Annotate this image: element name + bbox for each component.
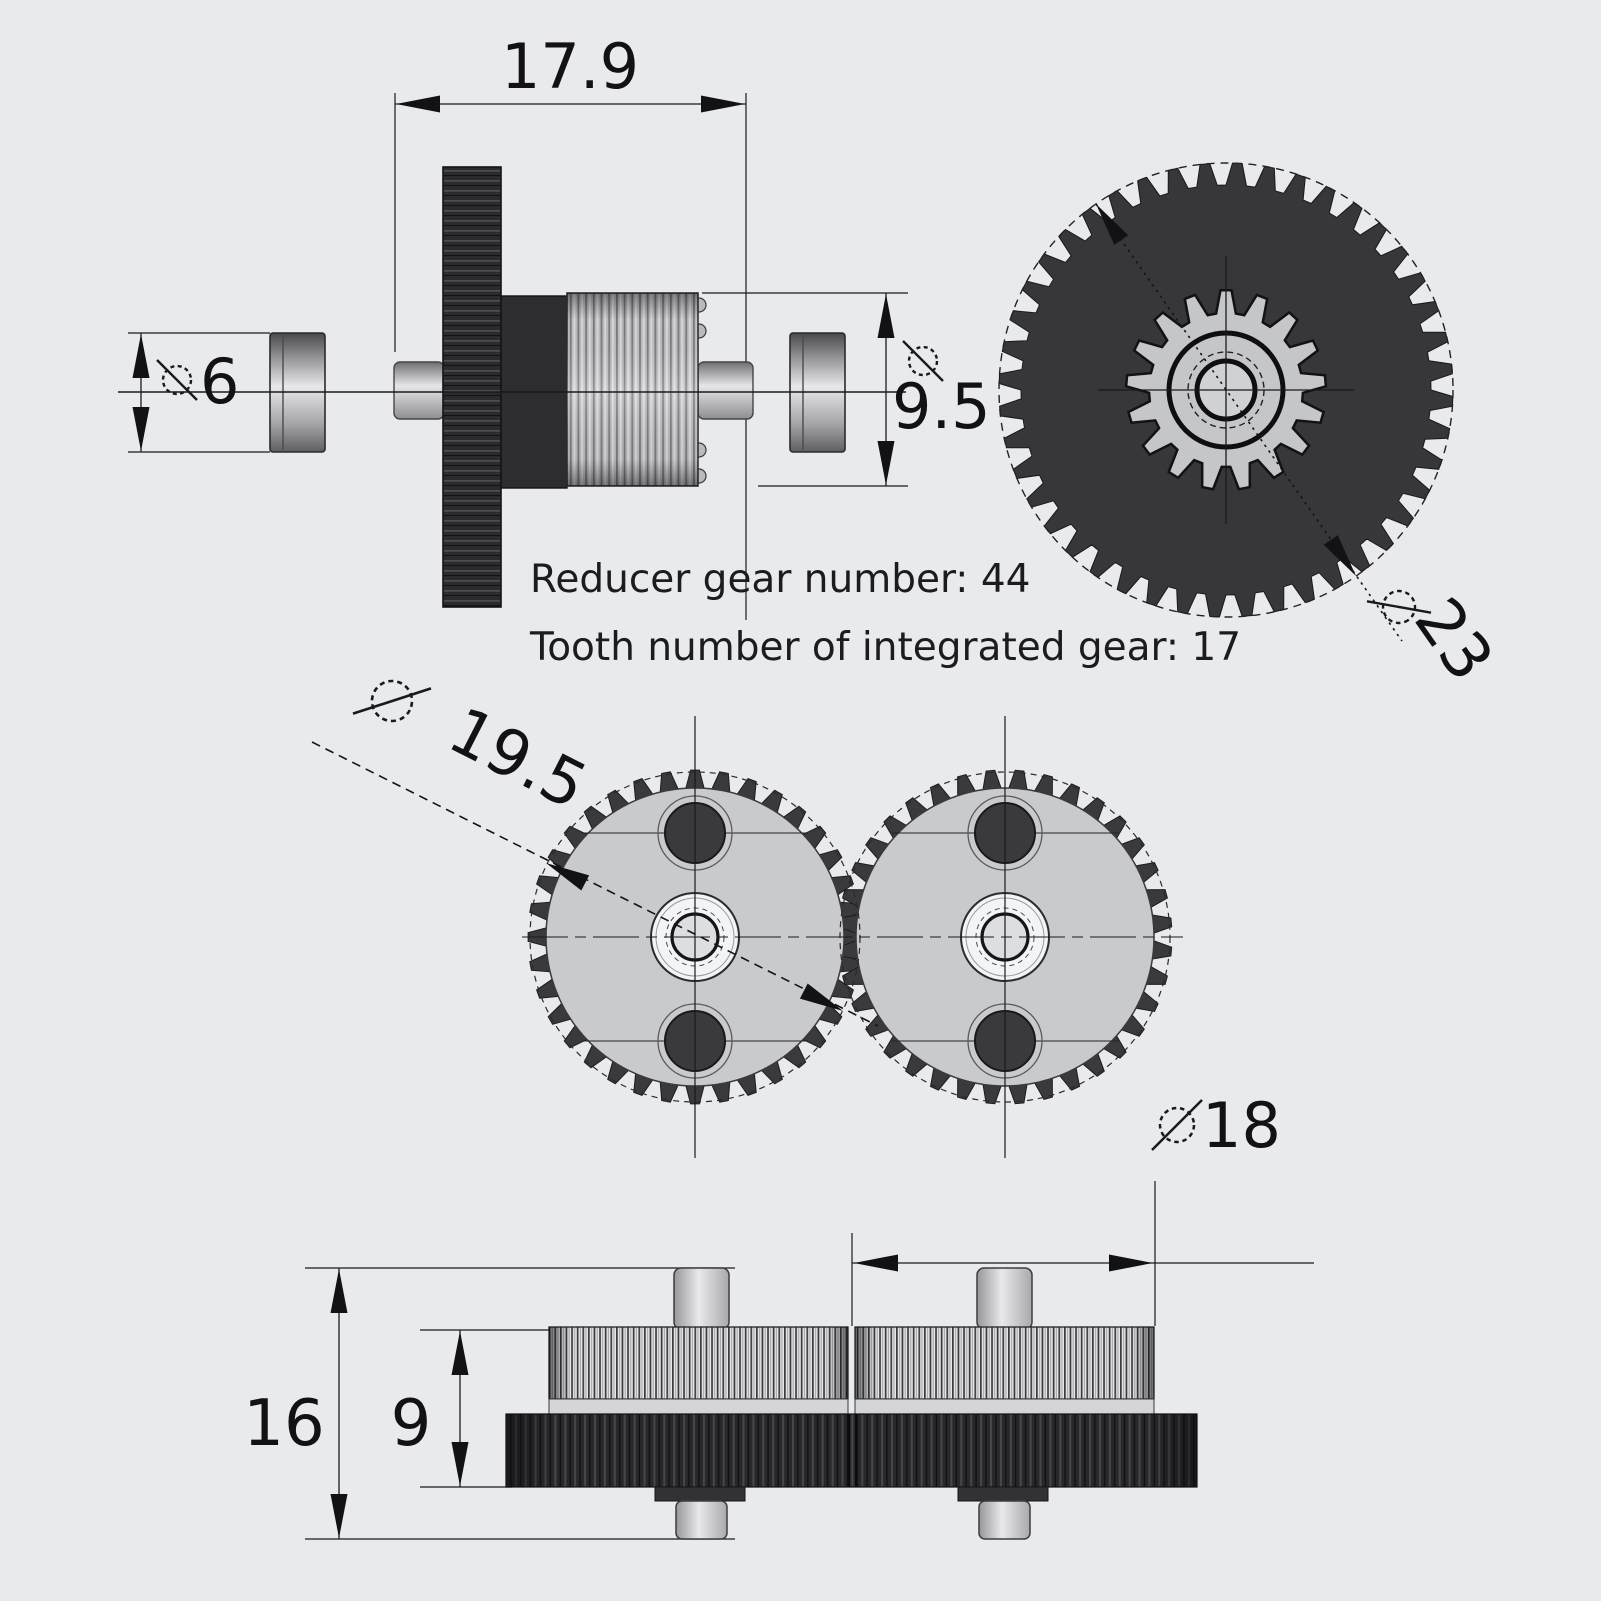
dim-total-height: 16 — [243, 1387, 324, 1461]
diameter-symbol — [156, 359, 198, 401]
black-gear-shading — [506, 1414, 1197, 1487]
right-gear-band — [854, 1398, 1155, 1415]
right-bottom-pin — [978, 1500, 1031, 1540]
left-bottom-pin — [675, 1500, 728, 1540]
reducer-gear-side — [442, 166, 502, 608]
diameter-symbol — [1366, 589, 1432, 625]
dimension-arrowhead — [451, 1442, 469, 1486]
diameter-symbol — [902, 340, 944, 382]
diameter-dimension-line — [311, 741, 879, 1027]
diameter-symbol — [352, 679, 432, 723]
dimension-arrowhead — [330, 1494, 348, 1538]
dimension-arrowhead — [854, 1254, 898, 1272]
dimension-arrowhead — [1323, 535, 1356, 576]
dimension-arrowhead — [1096, 204, 1129, 245]
left-hub-step — [654, 1486, 746, 1502]
left-top-pin — [673, 1267, 730, 1330]
dimension-arrowhead — [132, 334, 150, 378]
dim-gear-stack-height: 9 — [391, 1387, 432, 1461]
dim-assembly-width: 17.9 — [501, 30, 639, 103]
dimension-arrowhead — [1109, 1254, 1153, 1272]
dimension-arrowhead — [546, 863, 590, 891]
shaft-right — [697, 361, 754, 420]
left-knurl-shading — [549, 1327, 848, 1399]
mesh-pair-side-view: 16 9 — [243, 1181, 1314, 1540]
right-top-pin — [976, 1267, 1033, 1330]
left-gear-band — [548, 1398, 849, 1415]
right-hub-step — [957, 1486, 1049, 1502]
note-reducer-gear-number: Reducer gear number: 44 — [530, 557, 1030, 602]
dimension-arrowhead — [877, 294, 895, 338]
pinion-shading — [567, 293, 698, 486]
dimension-arrowhead — [799, 983, 843, 1011]
dimension-arrowheads — [132, 95, 1356, 1538]
diameter-symbol — [1151, 1099, 1203, 1151]
dimension-arrowhead — [701, 95, 745, 113]
tip-circle-dashed — [998, 162, 1454, 618]
dimension-arrowhead — [451, 1331, 469, 1375]
dimension-arrowhead — [396, 95, 440, 113]
dim-shaft-diameter: 6 — [200, 345, 239, 418]
mesh-pair-front-view: 19.5 18 — [311, 679, 1281, 1162]
side-view-assembly: 17.9 6 9.5 — [118, 30, 991, 620]
shaft-left — [393, 361, 445, 420]
dimension-arrowhead — [132, 407, 150, 451]
dimension-arrowhead — [330, 1269, 348, 1313]
right-knurl-shading — [855, 1327, 1154, 1399]
dim-mesh-pitch-diameter: 18 — [1202, 1089, 1281, 1162]
dimension-arrowhead — [877, 441, 895, 485]
dim-pinion-diameter: 9.5 — [892, 370, 991, 443]
note-integrated-gear-teeth: Tooth number of integrated gear: 17 — [529, 625, 1241, 670]
diameter-dimension-line — [1095, 203, 1403, 642]
